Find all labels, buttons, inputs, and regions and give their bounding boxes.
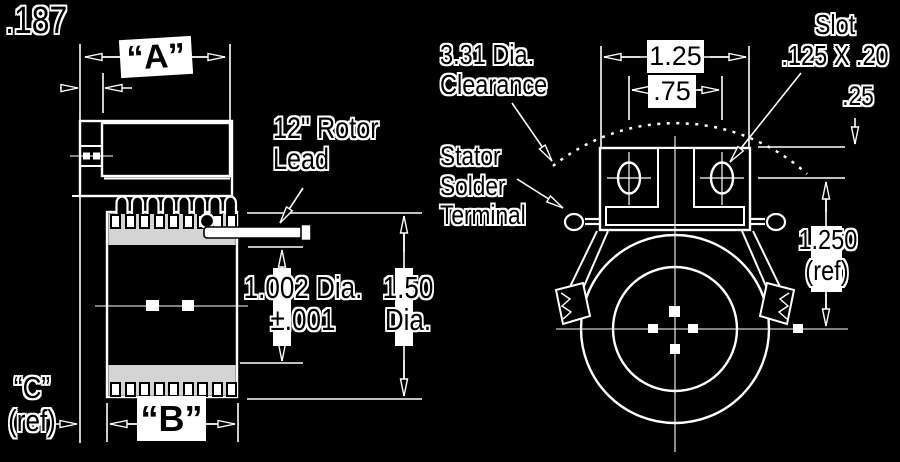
shaft-centerline — [70, 152, 113, 160]
solder-terminal-right — [750, 212, 787, 232]
stator-body — [105, 195, 239, 399]
dim-1250-label: 1.250 (ref) — [798, 224, 858, 286]
stator-terminal-label: Stator Solder Terminal — [440, 141, 526, 230]
dim-125-label: 1.25 — [647, 40, 704, 73]
mounting-tab-right — [758, 281, 796, 326]
rotor-lead-label: 12" Rotor Lead — [273, 112, 379, 176]
side-view-drawing — [56, 44, 422, 443]
stator-slots-bottom — [110, 382, 237, 397]
end-view-centerlines — [556, 136, 848, 452]
dim-25-label: .25 — [842, 81, 874, 111]
dim-75-label: .75 — [648, 75, 696, 108]
dim-187-label: .187 — [5, 0, 68, 42]
mounting-slot-right — [700, 152, 744, 205]
body-dia-label: 1.50 Dia. — [382, 270, 434, 337]
end-view-drawing — [511, 46, 860, 452]
dim-a-label: “A” — [118, 36, 194, 79]
bore-dia-label: 1.002 Dia. ±.001 — [243, 270, 363, 337]
mounting-slot-left — [607, 152, 651, 205]
clearance-arc — [552, 121, 808, 175]
rotor-lead-wire — [198, 212, 312, 242]
mounting-tab-left — [554, 281, 592, 326]
dim-c-label: “C” (ref) — [8, 370, 56, 438]
solder-terminal-left — [563, 212, 600, 232]
end-view-dimensions — [511, 46, 860, 327]
side-view-dimensions — [56, 44, 422, 443]
stator-slots-top — [110, 214, 237, 229]
slot-label: Slot .125 X .20 — [781, 9, 889, 71]
stator-centerline — [95, 300, 248, 311]
clearance-label: 3.31 Dia. Clearance — [440, 39, 548, 100]
dim-b-label: “B” — [137, 396, 206, 441]
rotor-hub — [72, 119, 234, 198]
